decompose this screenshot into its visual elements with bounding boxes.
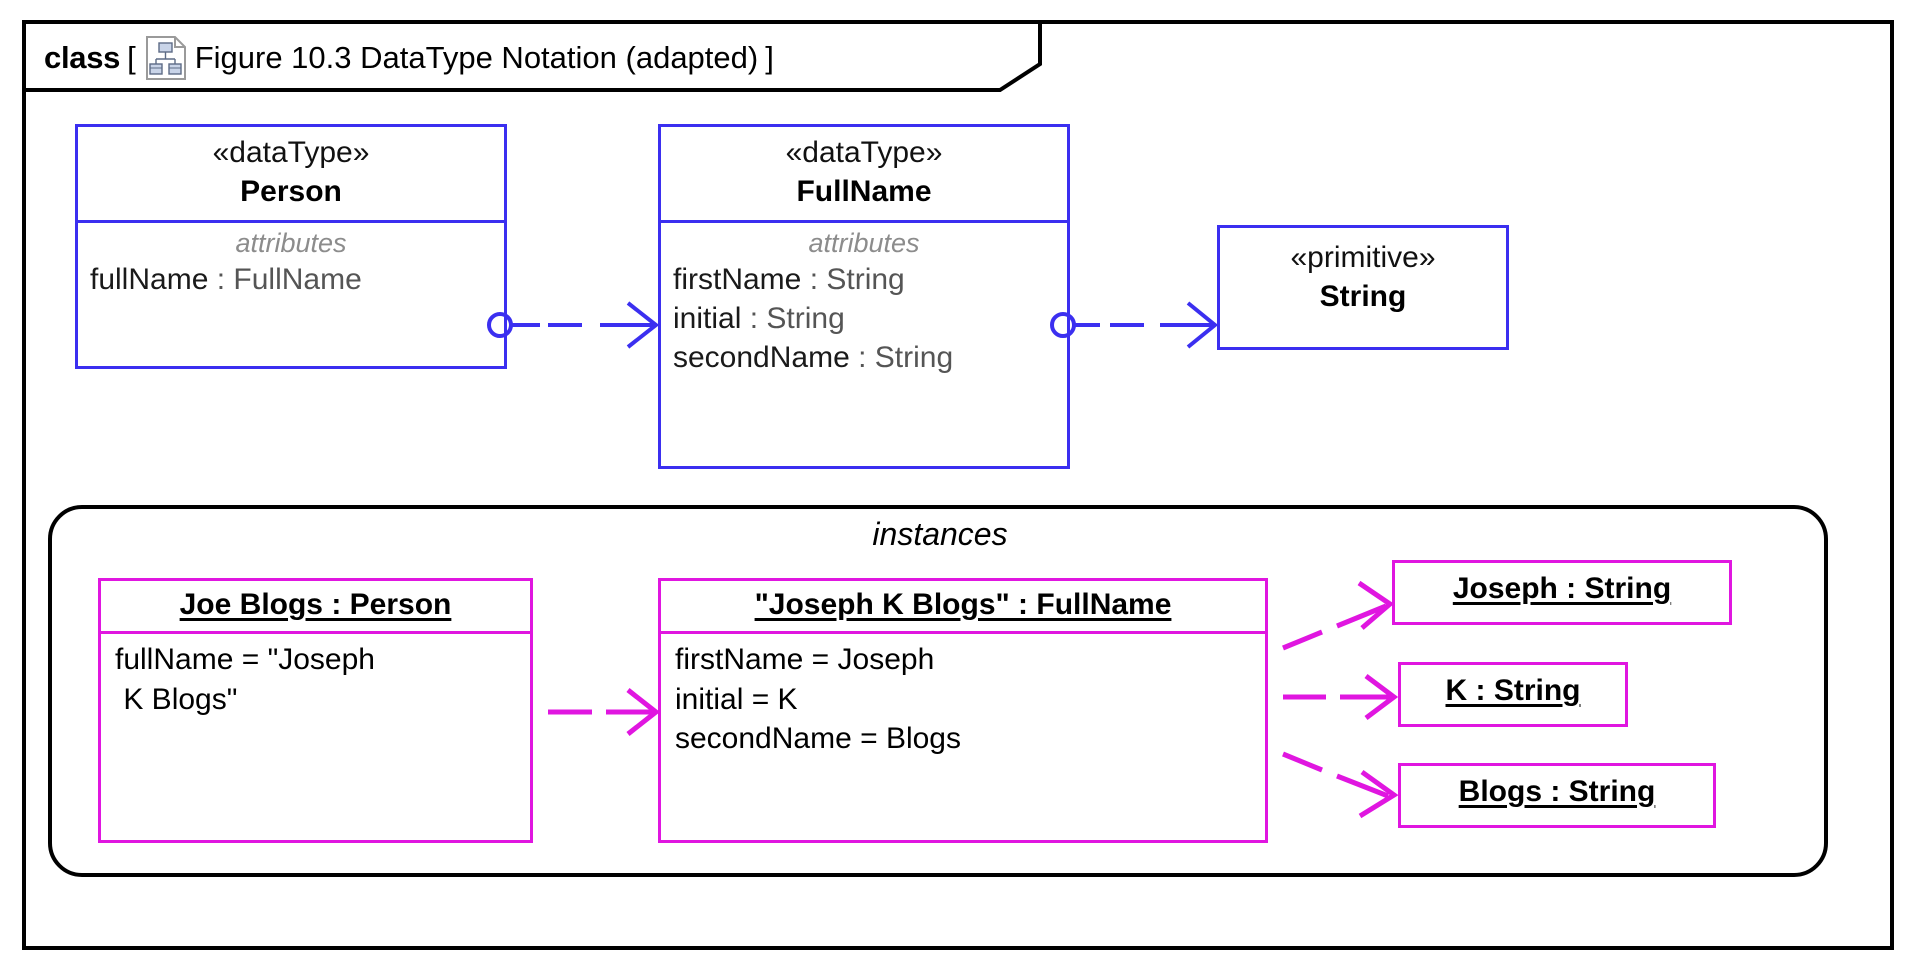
instance-title: Joe Blogs : Person [179, 588, 452, 621]
attributes-compartment-fullname: attributes firstName : String initial : … [661, 219, 1067, 385]
class-box-person[interactable]: «dataType» Person attributes fullName : … [75, 124, 507, 369]
slot-row: secondName = Blogs [675, 722, 961, 756]
attribute-name: initial [673, 301, 742, 335]
instance-title: Joseph : String [1452, 572, 1672, 605]
attribute-row: firstName : String [661, 260, 1067, 299]
stereotype-label: «dataType» [785, 136, 943, 169]
attribute-name: secondName [673, 340, 850, 374]
instance-title: "Joseph K Blogs" : FullName [754, 588, 1172, 621]
attribute-type: String [766, 301, 845, 335]
class-header-person: «dataType» Person [78, 127, 504, 220]
frame-bracket-open: [ [127, 40, 136, 75]
class-name: FullName [796, 174, 932, 208]
attribute-colon: : [849, 340, 875, 374]
instances-label: instances [872, 516, 1008, 552]
instance-box-joseph-string[interactable]: Joseph : String [1392, 560, 1732, 625]
frame-bracket-close: ] [765, 40, 774, 75]
instance-header: "Joseph K Blogs" : FullName [661, 581, 1265, 631]
slot-row: initial = K [675, 682, 798, 716]
attribute-colon: : [801, 262, 827, 296]
slot-row: K Blogs" [115, 682, 238, 716]
attribute-row: initial : String [661, 299, 1067, 338]
instance-header: Joseph : String [1395, 563, 1729, 615]
attribute-type: String [874, 340, 954, 374]
class-name: String [1319, 279, 1407, 313]
frame-kind-label: class [44, 40, 121, 75]
instance-box-blogs-string[interactable]: Blogs : String [1398, 763, 1716, 828]
attribute-type: String [826, 262, 905, 296]
class-name: Person [240, 174, 342, 208]
attribute-colon: : [208, 262, 234, 296]
attribute-colon: : [741, 301, 767, 335]
attribute-row: fullName : FullName [78, 260, 504, 299]
stereotype-label: «primitive» [1290, 241, 1436, 274]
attribute-name: firstName [673, 262, 802, 296]
instance-slots: fullName = "Joseph K Blogs" [101, 631, 530, 727]
frame-header-tab: class [ Figure 10.3 DataType Notation (a… [22, 20, 1042, 92]
class-diagram-icon [145, 35, 187, 81]
instance-box-k-string[interactable]: K : String [1398, 662, 1628, 727]
slot-row: firstName = Joseph [675, 643, 935, 676]
class-header-fullname: «dataType» FullName [661, 127, 1067, 220]
frame-title: Figure 10.3 DataType Notation (adapted) [194, 40, 759, 75]
attribute-type: FullName [233, 262, 362, 296]
instance-header: Blogs : String [1401, 766, 1713, 818]
slot-row: fullName = "Joseph [115, 643, 375, 676]
compartment-label: attributes [808, 227, 920, 258]
class-box-string[interactable]: «primitive» String [1217, 225, 1509, 350]
attribute-row: secondName : String [661, 338, 1067, 377]
instance-box-joseph-k-blogs[interactable]: "Joseph K Blogs" : FullName firstName = … [658, 578, 1268, 843]
class-header-string: «primitive» String [1220, 228, 1506, 325]
class-box-fullname[interactable]: «dataType» FullName attributes firstName… [658, 124, 1070, 469]
attribute-name: fullName [90, 262, 209, 296]
instance-box-joe-blogs[interactable]: Joe Blogs : Person fullName = "Joseph K … [98, 578, 533, 843]
attributes-compartment-person: attributes fullName : FullName [78, 219, 504, 307]
instance-header: Joe Blogs : Person [101, 581, 530, 631]
instance-title: Blogs : String [1458, 775, 1656, 808]
instance-slots: firstName = Joseph initial = K secondNam… [661, 631, 1265, 767]
instance-header: K : String [1401, 665, 1625, 717]
stereotype-label: «dataType» [212, 136, 370, 169]
instance-title: K : String [1445, 674, 1581, 707]
compartment-label: attributes [235, 227, 347, 258]
